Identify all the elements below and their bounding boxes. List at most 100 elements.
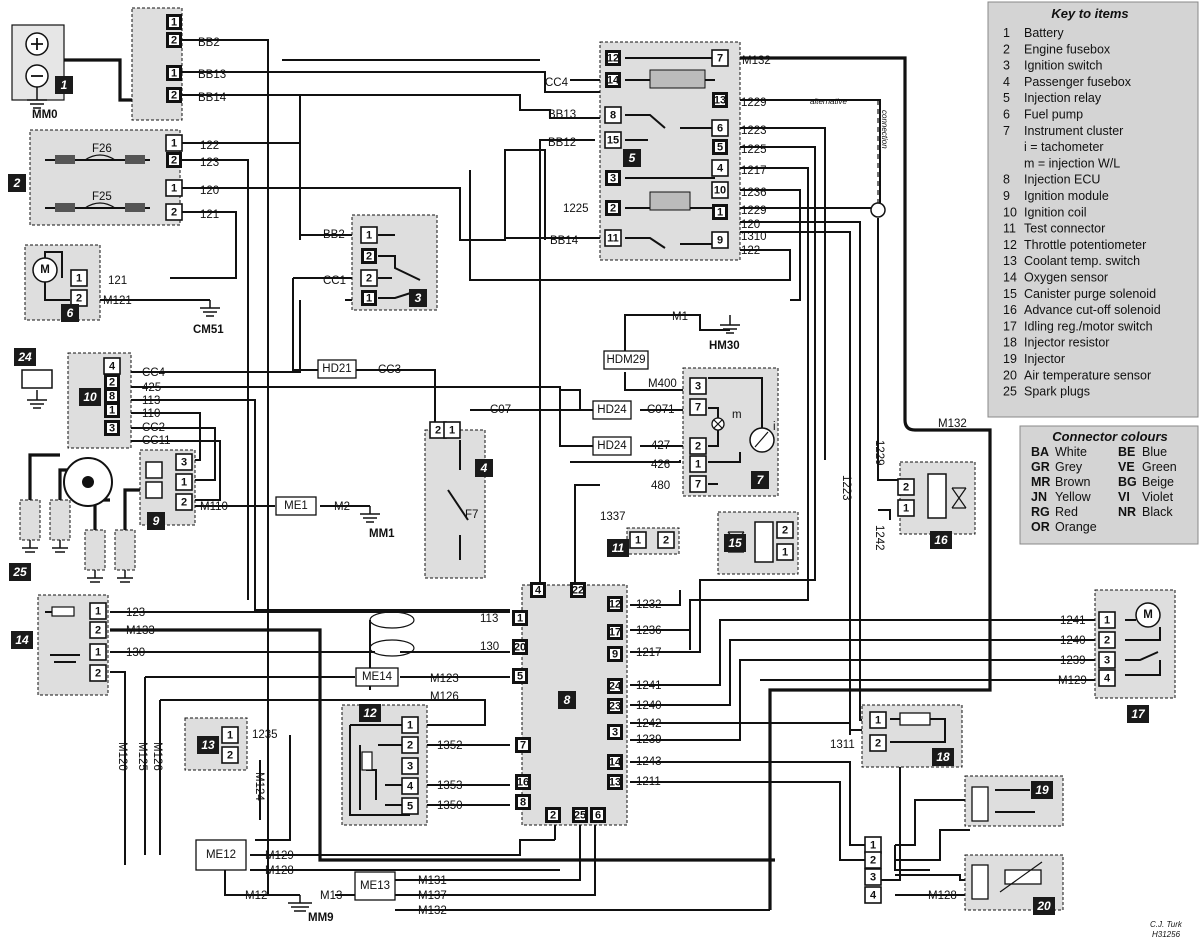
connector-pin: 2: [776, 521, 794, 539]
connector-pin: 3: [401, 757, 419, 775]
key-item-number: 14: [1003, 271, 1017, 285]
key-item-label: Oxygen sensor: [1024, 271, 1108, 285]
connector-pin: 2: [864, 851, 882, 869]
label-cc11: CC11: [142, 435, 171, 447]
key-item-label: i = tachometer: [1024, 140, 1104, 154]
pin-number: 2: [366, 273, 372, 285]
junction-hd24-top: HD24: [592, 400, 632, 420]
pin-number: 1: [903, 503, 909, 515]
ground-hm30-symbol: [720, 315, 740, 334]
item-tag-number: 15: [728, 536, 742, 550]
pin-number: 2: [171, 90, 177, 102]
connector-pin: 2: [166, 87, 182, 103]
label-426: 426: [651, 459, 670, 471]
item-tag-11: 11: [607, 539, 629, 557]
pin-number: 2: [870, 855, 876, 867]
label-m126: M126: [430, 691, 459, 703]
key-item-number: 11: [1003, 222, 1016, 236]
connector-pin: 1: [70, 269, 88, 287]
key-item-number: 5: [1003, 91, 1010, 105]
pin-number: 12: [607, 53, 619, 65]
item-tag-number: 25: [12, 565, 27, 579]
connector-colours-title: Connector colours: [1052, 429, 1168, 444]
item-tag-8: 8: [558, 691, 576, 709]
colour-code: MR: [1031, 475, 1050, 489]
colour-name: Red: [1055, 505, 1078, 519]
label-bb2b: BB2: [323, 229, 345, 241]
key-item-label: Injection relay: [1024, 91, 1102, 105]
label-1241: 1241: [636, 680, 662, 692]
connector-pin: 25: [572, 807, 588, 823]
pin-number: 13: [714, 95, 726, 107]
fuse-f25: [45, 202, 150, 212]
connector-pin: 2: [360, 269, 378, 287]
item-tag-7: 7: [751, 471, 769, 489]
pin-number: 3: [610, 173, 616, 185]
item-tag-number: 6: [67, 306, 74, 320]
connector-pin: 14: [607, 754, 623, 770]
connector-pin: 4: [530, 582, 546, 598]
svg-text:ME1: ME1: [284, 500, 308, 512]
item-tag-12: 12: [359, 704, 381, 722]
item-tag-number: 5: [629, 151, 636, 165]
label-m400: M400: [648, 378, 677, 390]
label-1236b: 1236: [636, 625, 662, 637]
label-m132b: M132: [938, 418, 967, 430]
colour-name: Brown: [1055, 475, 1090, 489]
connector-pin: 23: [607, 698, 623, 714]
pin-number: 1: [517, 613, 523, 625]
label-1225: 1225: [741, 144, 767, 156]
key-item-number: 4: [1003, 75, 1010, 89]
connector-colours-panel: [1019, 425, 1199, 545]
label-m128r: M128: [928, 890, 957, 902]
label-121: 121: [200, 209, 219, 221]
connector-pin: 2: [401, 736, 419, 754]
item-tag-4: 4: [475, 459, 493, 477]
junction-me1: ME1: [275, 496, 317, 516]
label-m131: M131: [418, 875, 447, 887]
key-item-label: Idling reg./motor switch: [1024, 319, 1153, 333]
key-item-label: m = injection W/L: [1024, 156, 1120, 170]
colour-code: VI: [1118, 490, 1130, 504]
label-cc1: CC1: [323, 275, 346, 287]
connector-pin: 1: [166, 65, 182, 81]
tacho-i-label: i: [773, 421, 776, 433]
pin-number: 22: [572, 585, 584, 597]
pin-number: 2: [95, 668, 101, 680]
item-tag-19: 19: [1031, 781, 1053, 799]
shield-bottom: [369, 639, 415, 657]
colour-name: Violet: [1142, 490, 1174, 504]
label-c07: C07: [490, 404, 511, 416]
connector-pin: 1: [443, 421, 461, 439]
label-1235: 1235: [252, 729, 278, 741]
fuse-f25-label: F25: [92, 191, 112, 203]
ground-mm1-symbol: [360, 506, 380, 523]
pin-number: 4: [870, 890, 877, 902]
key-item-number: 6: [1003, 108, 1010, 122]
connector-pin: 17: [607, 624, 623, 640]
fuse-f26-label: F26: [92, 143, 112, 155]
pin-number: 1: [449, 425, 455, 437]
item-tag-1: 1: [55, 76, 73, 94]
pin-number: 10: [714, 185, 726, 197]
label-m128: M128: [265, 865, 294, 877]
spark-plugs: [19, 499, 136, 583]
connector-pin: 15: [604, 131, 622, 149]
colour-code: VE: [1118, 460, 1135, 474]
label-1229: 1229: [741, 97, 767, 109]
item-tag-number: 24: [17, 350, 32, 364]
pin-number: 9: [612, 649, 618, 661]
connector-pin: 2: [605, 200, 621, 216]
label-110: 110: [142, 408, 160, 420]
label-cc4b: CC4: [142, 367, 166, 379]
connector-pin: 2: [869, 734, 887, 752]
label-1352: 1352: [437, 740, 463, 752]
label-120: 120: [200, 185, 219, 197]
pin-number: 8: [610, 110, 616, 122]
key-item-label: Ignition switch: [1024, 59, 1103, 73]
label-m120: M120: [116, 742, 128, 771]
item-tag-24: 24: [14, 348, 36, 366]
label-130b: 130: [480, 641, 499, 653]
connector-pin: 7: [689, 398, 707, 416]
key-item-number: 16: [1003, 303, 1017, 317]
